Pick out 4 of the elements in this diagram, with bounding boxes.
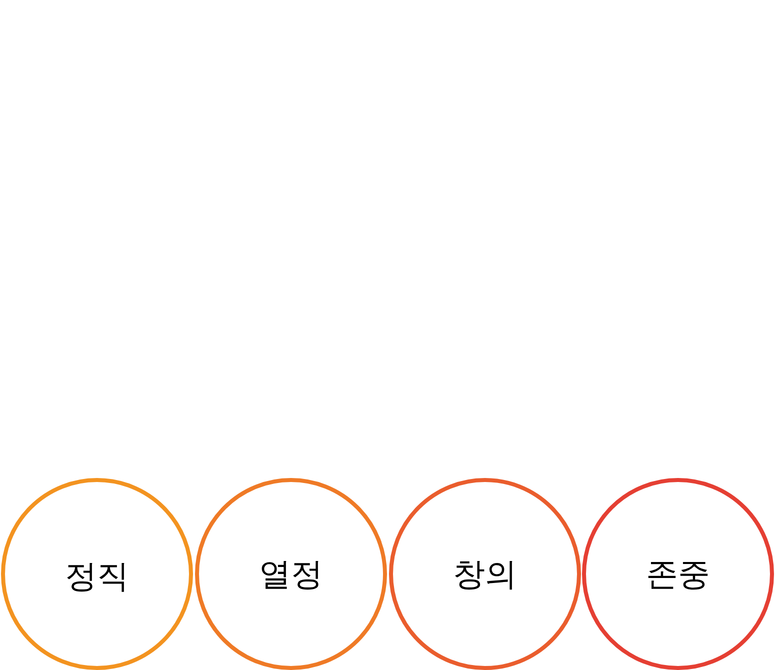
node-label: 정직 — [65, 556, 129, 596]
node-label: 열정 — [259, 554, 323, 594]
node-label: 창의 — [453, 554, 517, 594]
node-label: 존중 — [646, 554, 710, 594]
